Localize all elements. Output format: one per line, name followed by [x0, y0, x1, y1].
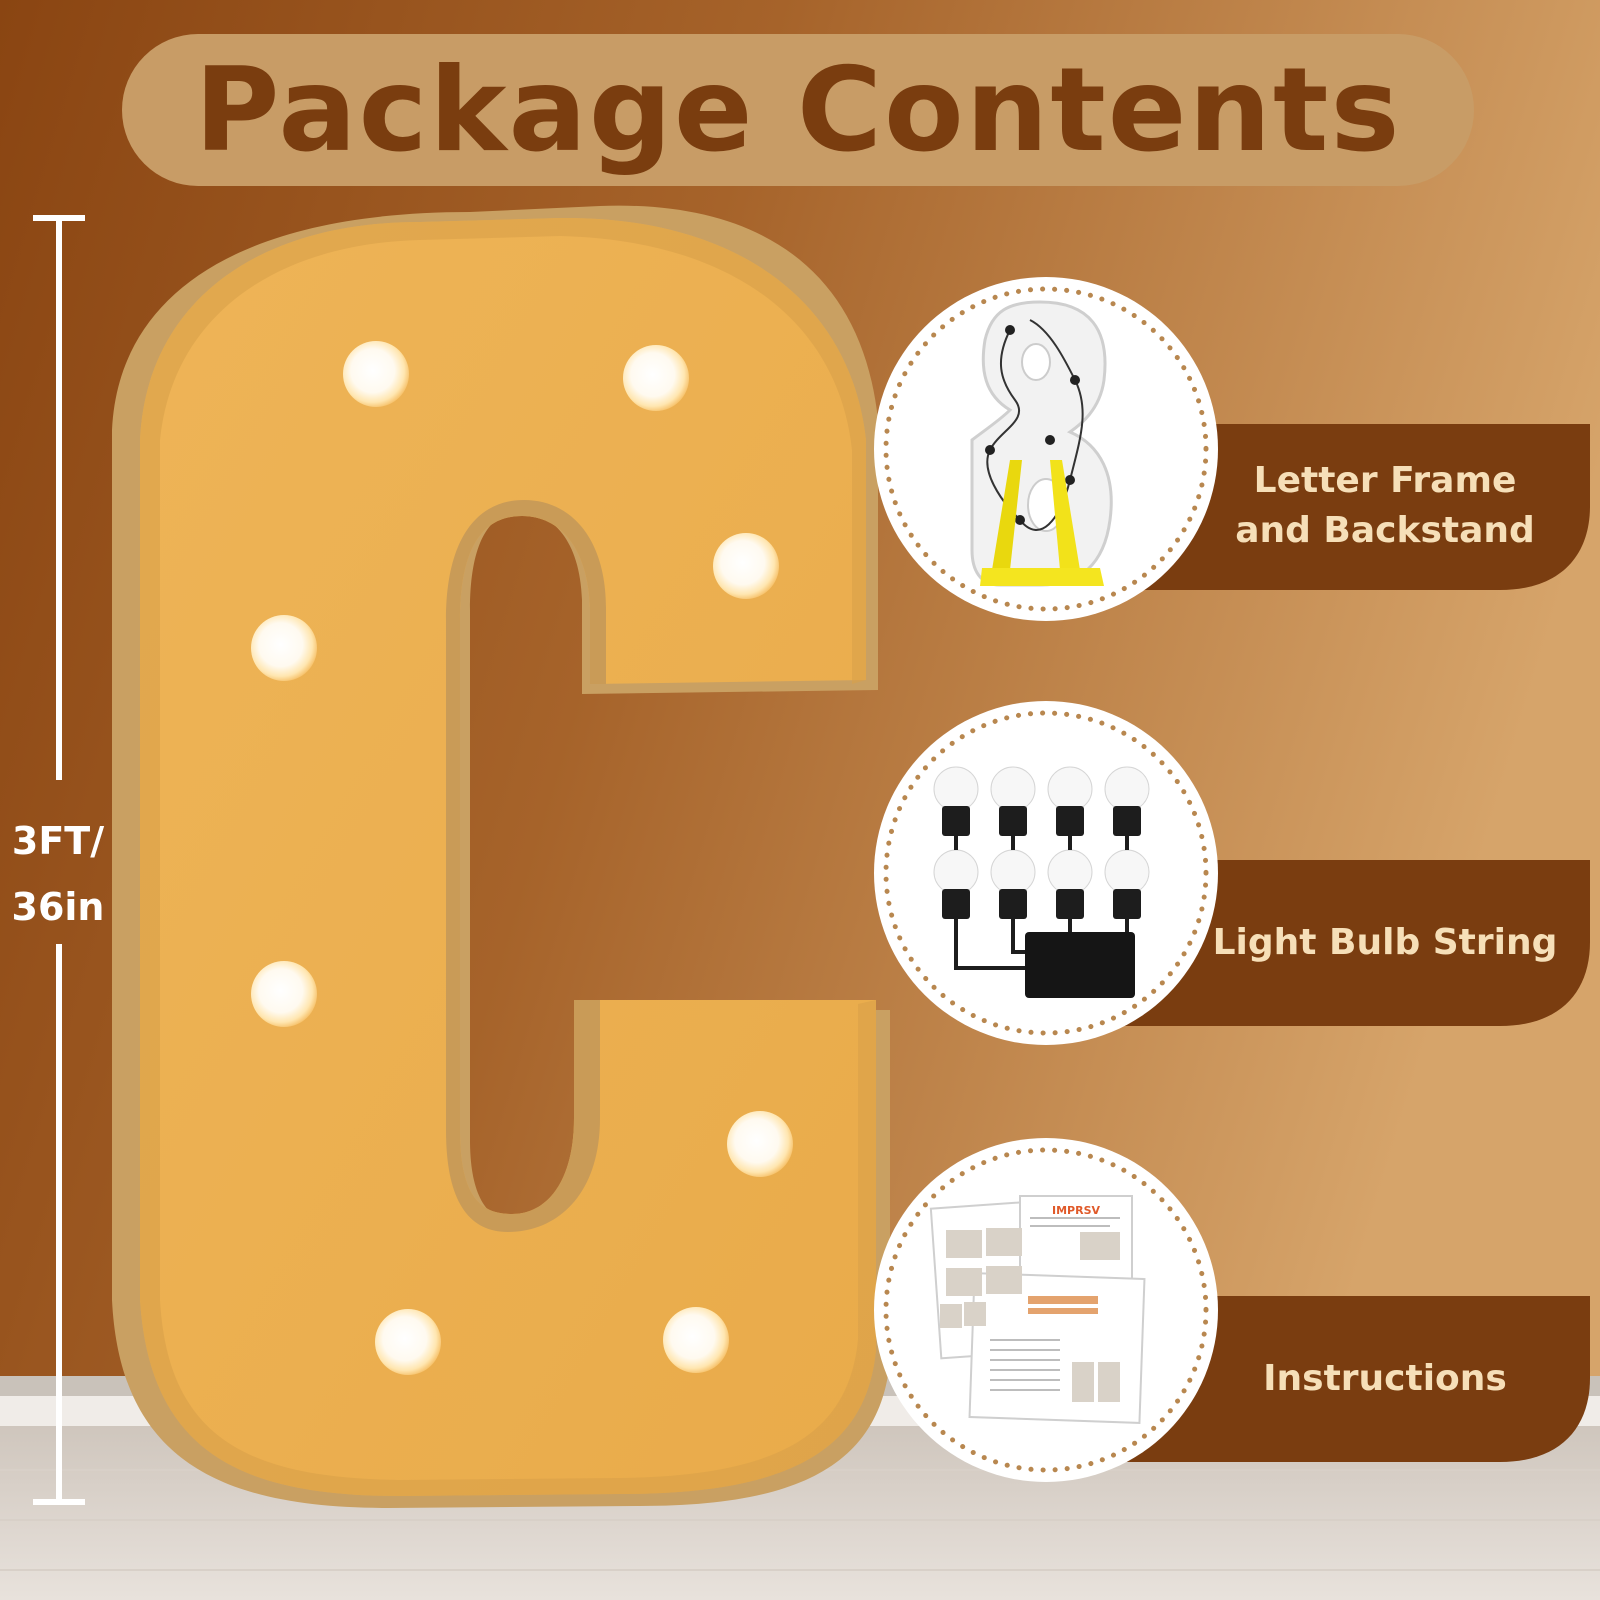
item-label-light-bulb-string: Light Bulb String [1195, 918, 1575, 968]
item-label-line-1: Light Bulb String [1212, 922, 1558, 963]
item-label-line-2: and Backstand [1235, 510, 1535, 551]
page-title: Package Contents [194, 42, 1402, 178]
height-measure-line [33, 215, 85, 1505]
marquee-letter-c [112, 205, 890, 1508]
item-label-line-1: Instructions [1263, 1358, 1507, 1399]
title-pill: Package Contents [122, 34, 1474, 186]
bulb-string-icon [933, 766, 1150, 998]
item-label-letter-frame: Letter Frame and Backstand [1195, 456, 1575, 556]
height-label-line-1: 3FT/ [11, 819, 105, 863]
instructions-sheet-icon: IMPRSV [929, 1195, 1146, 1424]
letter-bulbs [251, 341, 793, 1375]
height-label-line-2: 36in [11, 885, 105, 929]
item-label-instructions: Instructions [1195, 1354, 1575, 1404]
svg-text:IMPRSV: IMPRSV [1052, 1204, 1100, 1217]
item-label-line-1: Letter Frame [1253, 460, 1517, 501]
letter-frame-icon [970, 300, 1113, 587]
height-label: 3FT/ 36in [0, 808, 116, 940]
